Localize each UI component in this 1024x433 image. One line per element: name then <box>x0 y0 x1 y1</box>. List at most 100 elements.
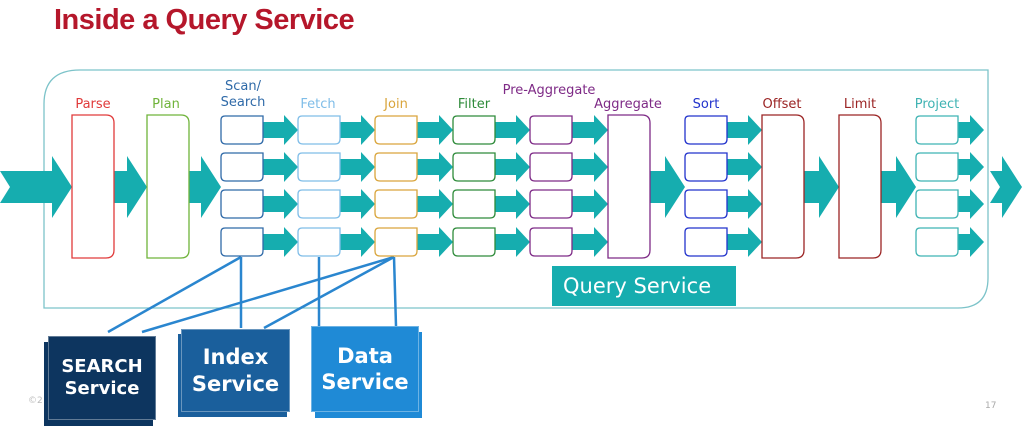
index-service-line2: Service <box>191 371 280 396</box>
project-out-arrow-4 <box>958 227 984 257</box>
preagg-worker-box-2[interactable] <box>529 152 573 182</box>
sort-worker-box-2[interactable] <box>684 152 728 182</box>
sort-label: Sort <box>693 97 720 112</box>
scan-worker-box-3[interactable] <box>220 189 264 219</box>
filter-worker-box-4[interactable] <box>452 227 496 257</box>
fetch-worker-box-1[interactable] <box>297 115 341 145</box>
plan-stage-box[interactable] <box>146 114 190 259</box>
data-to-join-line <box>392 256 398 327</box>
search-to-scan-line <box>107 255 242 334</box>
preagg-label: Pre-Aggregate <box>503 83 596 98</box>
join-to-filter-arrow-4 <box>417 227 453 257</box>
preagg-worker-box-3[interactable] <box>529 189 573 219</box>
parse-to-plan-arrow <box>114 156 147 218</box>
data-service-line2: Service <box>321 370 409 394</box>
data-service-line1: Data <box>337 343 393 368</box>
fetch-to-join-arrow-4 <box>340 227 375 257</box>
stage-plan[interactable] <box>146 114 190 259</box>
search-to-join-line <box>141 255 395 334</box>
scan-worker-box-4[interactable] <box>220 227 264 257</box>
limit-stage-box[interactable] <box>838 114 882 259</box>
join-to-filter-arrow-3 <box>417 189 453 219</box>
fetch-worker-box-3[interactable] <box>297 189 341 219</box>
stage-limit[interactable] <box>838 114 882 259</box>
stage-agg[interactable] <box>607 114 651 259</box>
fetch-worker-box-2[interactable] <box>297 152 341 182</box>
preagg-to-agg-arrow-4 <box>572 227 608 257</box>
search-service-box[interactable]: SEARCH Service <box>48 336 156 420</box>
join-to-filter-arrow-2 <box>417 152 453 182</box>
data-service-box[interactable]: Data Service <box>311 326 419 412</box>
filter-to-preagg-arrow-4 <box>495 227 530 257</box>
copyright-text: ©2 <box>28 396 43 406</box>
scan-to-fetch-arrow-1 <box>263 115 298 145</box>
project-out-arrow-3 <box>958 189 984 219</box>
search-service-line1: SEARCH <box>61 355 143 377</box>
project-worker-box-1[interactable] <box>915 115 959 145</box>
project-worker-box-2[interactable] <box>915 152 959 182</box>
fetch-to-join-arrow-3 <box>340 189 375 219</box>
filter-worker-box-1[interactable] <box>452 115 496 145</box>
parse-stage-box[interactable] <box>71 114 115 259</box>
project-worker-box-3[interactable] <box>915 189 959 219</box>
scan-label: Scan/Search <box>221 79 266 110</box>
output-arrow <box>990 156 1022 218</box>
plan-to-scan-arrow <box>189 156 221 218</box>
fetch-to-join-arrow-1 <box>340 115 375 145</box>
offset-label: Offset <box>762 97 801 112</box>
sort-to-offset-arrow-4 <box>727 227 762 257</box>
filter-worker-box-3[interactable] <box>452 189 496 219</box>
input-arrow <box>0 156 72 218</box>
search-service-line2: Service <box>64 378 140 399</box>
join-worker-box-4[interactable] <box>374 227 418 257</box>
page-number: 17 <box>985 401 997 411</box>
join-label: Join <box>383 97 408 112</box>
preagg-to-agg-arrow-3 <box>572 189 608 219</box>
query-service-container <box>43 69 989 309</box>
scan-worker-box-1[interactable] <box>220 115 264 145</box>
scan-worker-box-2[interactable] <box>220 152 264 182</box>
stage-join[interactable] <box>374 115 418 257</box>
stage-preagg[interactable] <box>529 115 573 257</box>
project-worker-box-4[interactable] <box>915 227 959 257</box>
stage-filter[interactable] <box>452 115 496 257</box>
sort-to-offset-arrow-2 <box>727 152 762 182</box>
limit-label: Limit <box>844 97 876 112</box>
sort-worker-box-1[interactable] <box>684 115 728 145</box>
project-label: Project <box>915 97 959 112</box>
fetch-to-join-arrow-2 <box>340 152 375 182</box>
preagg-to-agg-arrow-2 <box>572 152 608 182</box>
agg-stage-box[interactable] <box>607 114 651 259</box>
join-worker-box-3[interactable] <box>374 189 418 219</box>
scan-to-fetch-arrow-3 <box>263 189 298 219</box>
stage-sort[interactable] <box>684 115 728 257</box>
stage-parse[interactable] <box>71 114 115 259</box>
sort-to-offset-arrow-3 <box>727 189 762 219</box>
scan-to-fetch-arrow-2 <box>263 152 298 182</box>
join-to-filter-arrow-1 <box>417 115 453 145</box>
stage-project[interactable] <box>915 115 959 257</box>
sort-worker-box-3[interactable] <box>684 189 728 219</box>
join-worker-box-1[interactable] <box>374 115 418 145</box>
fetch-worker-box-4[interactable] <box>297 227 341 257</box>
stage-fetch[interactable] <box>297 115 341 257</box>
join-worker-box-2[interactable] <box>374 152 418 182</box>
filter-worker-box-2[interactable] <box>452 152 496 182</box>
sort-to-offset-arrow-1 <box>727 115 762 145</box>
fetch-label: Fetch <box>300 97 335 112</box>
index-service-line1: Index <box>202 345 269 370</box>
offset-to-limit-arrow <box>804 156 839 218</box>
stage-scan[interactable] <box>220 115 264 257</box>
filter-label: Filter <box>458 97 491 112</box>
agg-label: Aggregate <box>594 97 662 112</box>
project-out-arrow-2 <box>958 152 984 182</box>
stage-offset[interactable] <box>761 114 805 259</box>
plan-label: Plan <box>152 97 180 112</box>
preagg-worker-box-1[interactable] <box>529 115 573 145</box>
index-service-box[interactable]: Index Service <box>181 329 290 412</box>
index-to-join-line <box>263 255 395 330</box>
filter-to-preagg-arrow-3 <box>495 189 530 219</box>
sort-worker-box-4[interactable] <box>684 227 728 257</box>
offset-stage-box[interactable] <box>761 114 805 259</box>
preagg-worker-box-4[interactable] <box>529 227 573 257</box>
